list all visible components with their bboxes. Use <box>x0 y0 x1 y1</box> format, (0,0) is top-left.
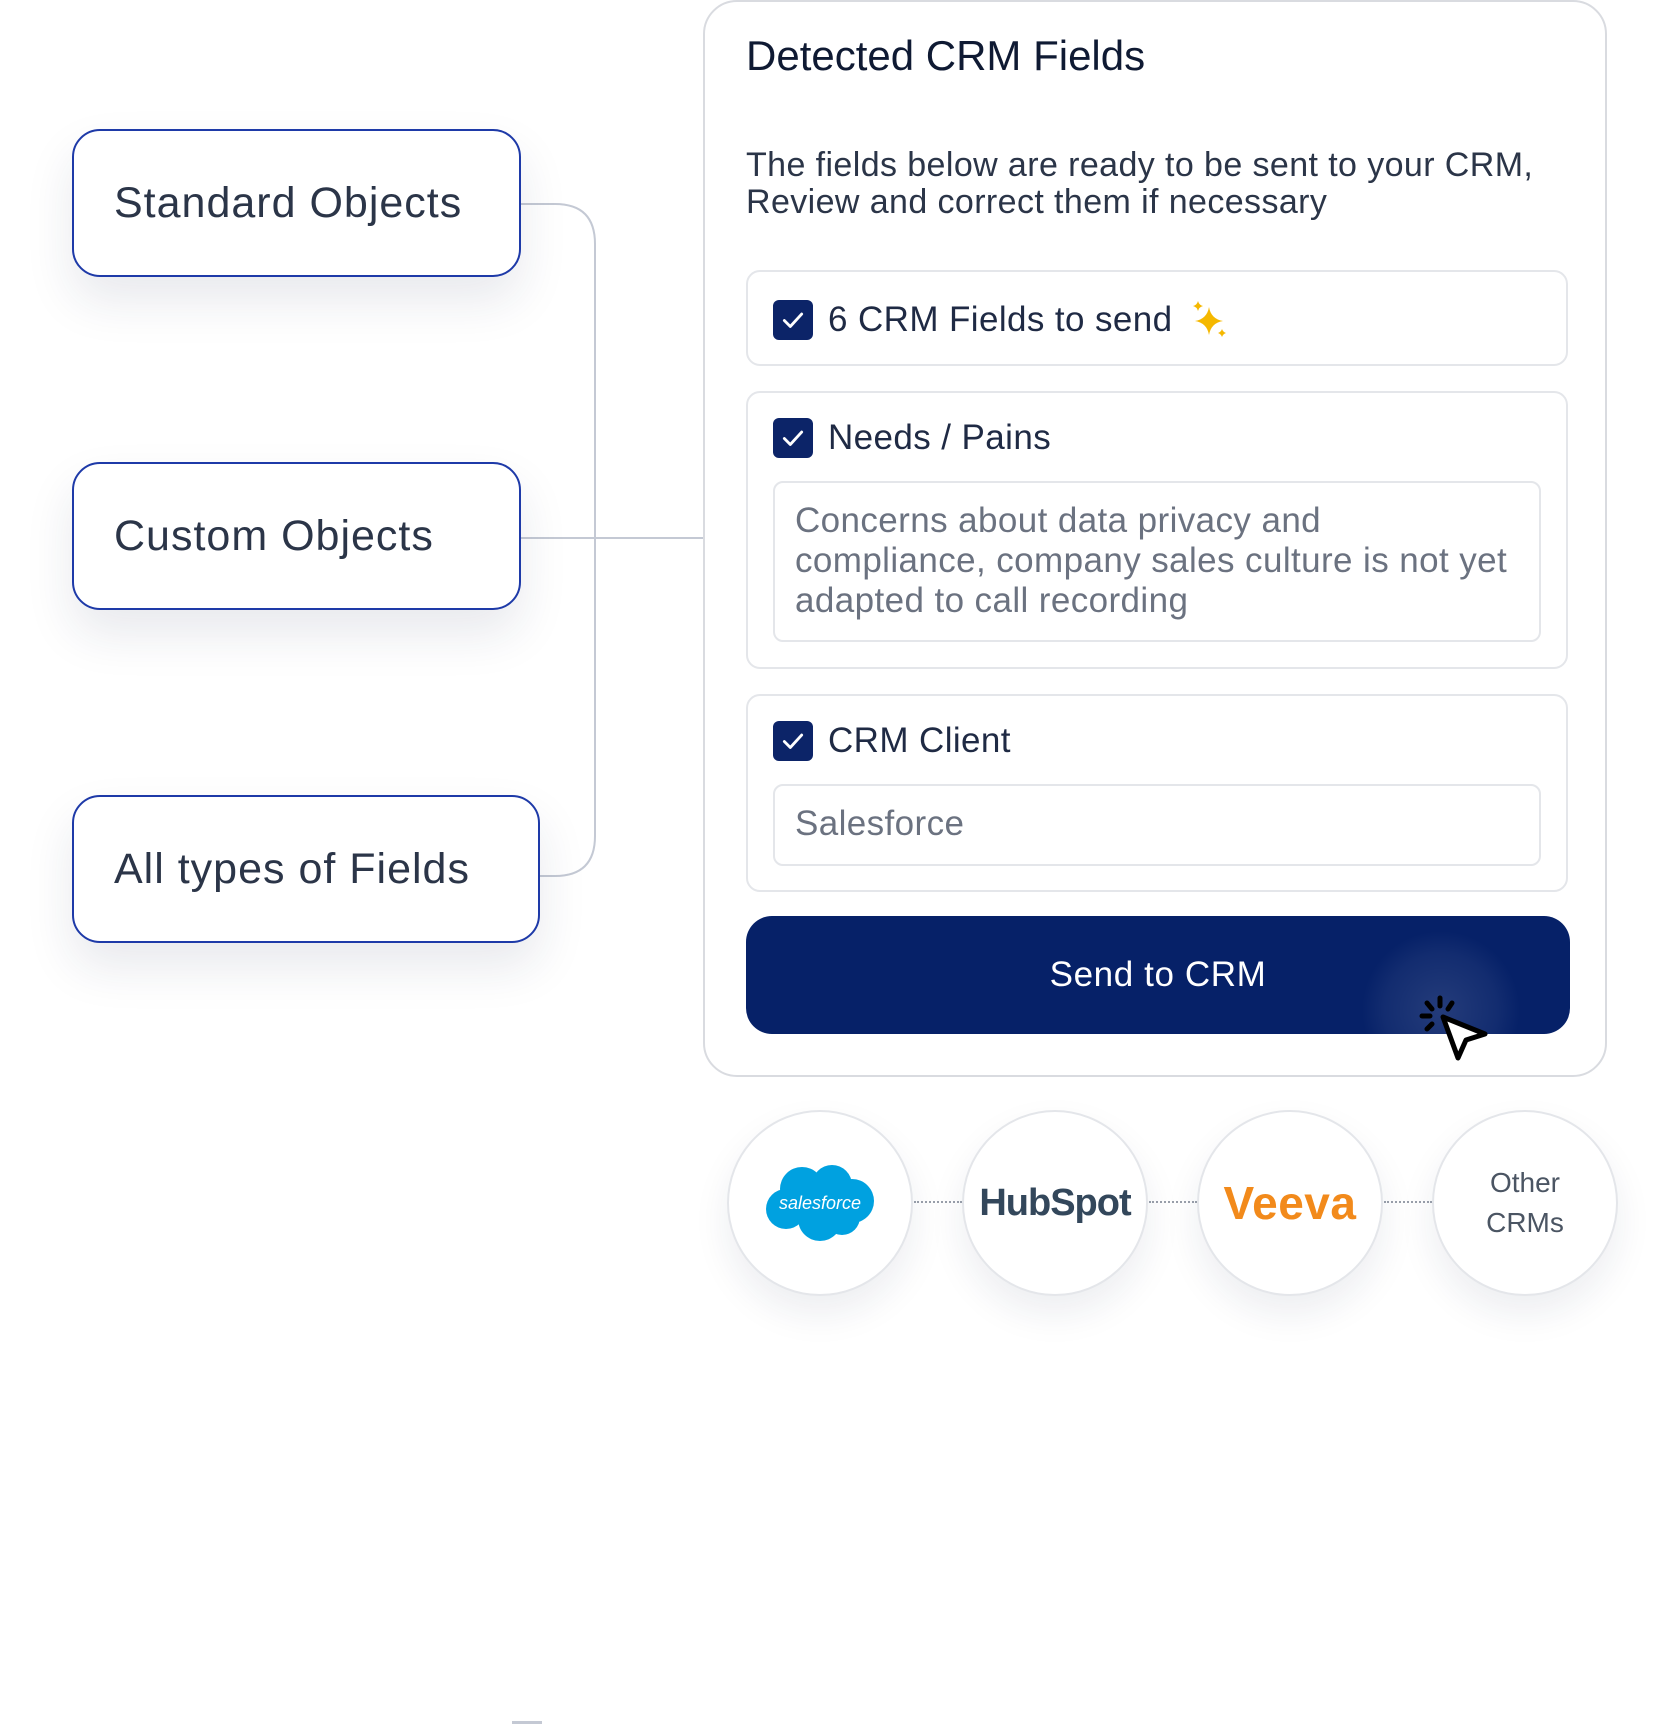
fields-to-send-checkbox[interactable] <box>773 300 813 340</box>
salesforce-logo-circle: salesforce <box>727 1110 913 1296</box>
check-icon <box>782 312 804 328</box>
connector-dots <box>1149 1201 1197 1203</box>
hubspot-logo: HubSpot <box>979 1181 1131 1224</box>
veeva-logo: Veeva <box>1223 1177 1357 1229</box>
veeva-logo-circle: Veeva <box>1197 1110 1383 1296</box>
all-fields-label: All types of Fields <box>114 844 470 893</box>
other-crms-line1: Other <box>1489 1167 1560 1198</box>
crm-client-input[interactable]: Salesforce <box>773 784 1541 866</box>
fields-to-send-card: 6 CRM Fields to send <box>746 270 1568 366</box>
needs-pains-card: Needs / Pains Concerns about data privac… <box>746 391 1568 669</box>
salesforce-logo-text: salesforce <box>779 1193 861 1213</box>
crm-client-checkbox[interactable] <box>773 721 813 761</box>
other-crms-line2: CRMs <box>1486 1207 1564 1238</box>
connector-dots <box>914 1201 962 1203</box>
other-crms-circle: Other CRMs <box>1432 1110 1618 1296</box>
crm-client-card: CRM Client Salesforce <box>746 694 1568 892</box>
panel-title: Detected CRM Fields <box>746 32 1146 79</box>
footer-dash <box>512 1721 542 1724</box>
check-icon <box>782 430 804 446</box>
custom-objects-box: Custom Objects <box>72 462 521 610</box>
hubspot-logo-circle: HubSpot <box>962 1110 1148 1296</box>
needs-pains-textarea[interactable]: Concerns about data privacy and complian… <box>773 481 1541 642</box>
needs-pains-label: Needs / Pains <box>828 418 1052 457</box>
all-fields-box: All types of Fields <box>72 795 540 943</box>
connector-dots <box>1384 1201 1432 1203</box>
connector-lines <box>520 203 703 877</box>
needs-pains-checkbox[interactable] <box>773 418 813 458</box>
send-to-crm-button[interactable]: Send to CRM <box>746 916 1570 1034</box>
detected-crm-fields-panel: Detected CRM Fields The fields below are… <box>703 0 1607 1077</box>
salesforce-logo: salesforce <box>766 1165 874 1241</box>
fields-to-send-label: 6 CRM Fields to send <box>828 300 1173 339</box>
panel-description: The fields below are ready to be sent to… <box>746 146 1534 221</box>
standard-objects-box: Standard Objects <box>72 129 521 277</box>
check-icon <box>782 733 804 749</box>
sparkle-icon <box>1192 301 1226 337</box>
standard-objects-label: Standard Objects <box>114 178 463 227</box>
crm-client-label: CRM Client <box>828 721 1011 760</box>
send-to-crm-label: Send to CRM <box>1049 955 1267 994</box>
pointer-click-icon <box>1419 995 1488 1061</box>
custom-objects-label: Custom Objects <box>114 511 434 560</box>
